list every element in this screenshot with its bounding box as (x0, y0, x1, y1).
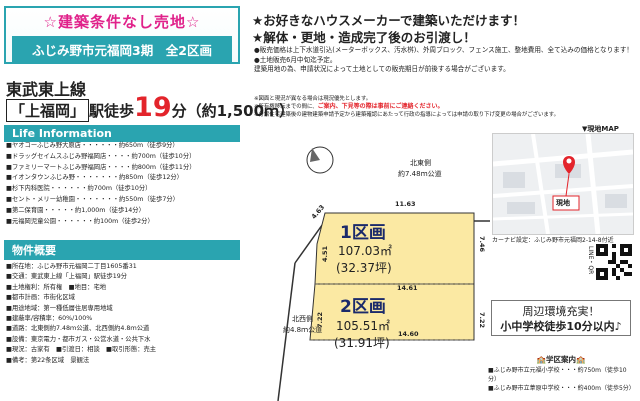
road-northeast-label: 北東側 (410, 159, 431, 167)
dim-top: 11.63 (395, 200, 416, 208)
property-item: ■建蔽率/容積率：60%/100% (6, 315, 93, 323)
school-list: ■ふじみ野市立元福小学校・・・約750m（徒歩10分） ■ふじみ野市立葦原中学校… (488, 366, 635, 393)
note-2: ●土地販売6月中旬迄予定。 (254, 55, 337, 64)
walk-minutes: 19 (134, 92, 172, 123)
dim-left1: 4.51 (321, 245, 330, 263)
railway-line: 東武東上線 (6, 80, 87, 99)
title-box: ☆建築条件なし売地☆ ふじみ野市元福岡3期 全2区画 (4, 6, 240, 64)
small-note-2-text: ※所有権移転までの間に、 (254, 104, 318, 110)
property-list: ■所在地：ふじみ野市元福岡二丁目1605番31 ■交通：東武東上線「上福岡」駅徒… (6, 262, 240, 366)
property-item: ■土地権利：所有権 ■地目：宅地 (6, 283, 107, 291)
qr-code-icon[interactable] (596, 244, 632, 280)
life-item: ■ヤオコーふじみ野大原店・・・・・・約650m（徒歩9分） (6, 142, 179, 149)
property-item: ■所在地：ふじみ野市元福岡二丁目1605番31 (6, 263, 137, 270)
property-heading: 物件概要 (4, 240, 240, 260)
title-line1: ☆建築条件なし売地☆ (43, 13, 201, 31)
env-line2: 小中学校徒歩10分以内♪ (500, 320, 622, 333)
station-name: 「上福岡」 (6, 99, 90, 122)
small-notes: ※図面と現況が異なる場合は現況優先とします。 ※所有権移転までの間に、ご案内、下… (254, 95, 636, 119)
life-item: ■イオンタウンふじみ野・・・・・・・約850m（徒歩12分） (6, 174, 183, 182)
site-plan (277, 146, 490, 401)
lot-1-tsubo: (32.37坪) (336, 261, 392, 275)
road-edge-northwest (277, 262, 296, 401)
lot-2-name: 2区画 (340, 297, 386, 317)
walk-suffix: 分（約1,500ｍ） (171, 102, 295, 120)
env-line1: 周辺環境充実！ (522, 305, 600, 318)
school-district-heading: 🏫学区案内🏫 (536, 355, 586, 364)
life-item: ■ドラッグセイムスふじみ野福岡店・・・・約700m（徒歩10分） (6, 152, 196, 160)
life-item: ■元福岡児童公園・・・・・・約100m（徒歩2分） (6, 217, 154, 225)
road-northeast-width: 約7.48ｍ公道 (398, 170, 442, 178)
life-info-list: ■ヤオコーふじみ野大原店・・・・・・約650m（徒歩9分） ■ドラッグセイムスふ… (6, 141, 240, 227)
school-item: ■ふじみ野市立元福小学校・・・約750m（徒歩10分） (488, 367, 627, 383)
property-item: ■道路：北東側約7.48ｍ公道、北西側約4.8ｍ公道 (6, 325, 150, 333)
dim-right2: 7.22 (478, 311, 487, 329)
lot-2-area: 105.51㎡ (336, 319, 390, 333)
small-note-2: ※所有権移転までの間に、ご案内、下見等の際は事前にご連絡ください。 (254, 103, 636, 111)
contact-warning: ご案内、下見等の際は事前にご連絡ください。 (317, 103, 444, 110)
road-northwest-label: 北西側 (292, 315, 313, 323)
map-streets (493, 134, 633, 234)
note-3: 建築用地の為、申請状況によって土地としての販売期日が前後する場合がございます。 (254, 65, 510, 74)
property-item: ■都市計画：市街化区域 (6, 294, 75, 302)
walk-prefix: 駅徒歩 (89, 102, 135, 120)
map-title: ▼現地MAP (582, 125, 619, 133)
dim-mid: 14.61 (397, 284, 418, 292)
life-item: ■第二保育園・・・・・約1,000m（徒歩14分） (6, 206, 145, 214)
school-item: ■ふじみ野市立葦原中学校・・・約400m（徒歩5分） (488, 385, 635, 392)
station-walk: 「上福岡」駅徒歩19分（約1,500ｍ） (6, 92, 294, 123)
small-note-3: ※分譲住宅建築後の建物建築申請予定から建築確認にあたって行政の指導によっては申請… (254, 112, 560, 118)
price-notes: ●販売価格は上下水道引込(メーターボックス、汚水桝)、外周ブロック、フェンス施工… (254, 46, 636, 75)
location-map[interactable]: 現地 (492, 133, 634, 235)
property-item: ■用途地域：第一種低層住居専用地域 (6, 304, 113, 312)
map-caption: カーナビ設定：ふじみ野市元福岡2-14-8付近 (492, 237, 614, 244)
road-northwest-width: 約4.8ｍ公道 (283, 326, 323, 334)
environment-box: 周辺環境充実！ 小中学校徒歩10分以内♪ (491, 300, 631, 336)
dim-left2: 7.22 (316, 311, 325, 329)
headline-1: ★お好きなハウスメーカーで建築いただけます！ (252, 13, 525, 28)
life-item: ■ファミリーマートふじみ野福岡店・・・・約800m（徒歩11分） (6, 163, 196, 171)
lot-2-shape (309, 283, 475, 341)
life-item: ■セント・メリー幼稚園・・・・・・・約550m（徒歩7分） (6, 195, 179, 203)
small-note-1: ※図面と現況が異なる場合は現況優先とします。 (254, 96, 372, 102)
lot-2-tsubo: (31.91坪) (334, 336, 390, 350)
north-arrow-icon (306, 146, 334, 174)
life-info-heading: Life Information (4, 125, 240, 142)
dim-right1: 7.46 (478, 235, 487, 253)
property-item: ■現況：古家有 ■引渡日：相談 ■取引形態：売主 (6, 346, 157, 354)
dim-bottom: 14.60 (398, 330, 419, 338)
map-pin-icon (563, 156, 575, 174)
lot-1-name: 1区画 (340, 223, 386, 243)
note-1: ●販売価格は上下水道引込(メーターボックス、汚水桝)、外周ブロック、フェンス施工… (254, 46, 634, 54)
lot-1-area: 107.03㎡ (338, 244, 392, 258)
headline-2: ★解体・更地・造成完了後のお引渡し！ (252, 30, 476, 45)
property-item: ■設備：東京電力・都市ガス・公営水道・公共下水 (6, 335, 151, 343)
map-pin-label: 現地 (556, 199, 570, 207)
property-item: ■交通：東武東上線「上福岡」駅徒歩19分 (6, 273, 128, 281)
life-item: ■杉下内科医院・・・・・・約700m（徒歩10分） (6, 185, 152, 193)
property-item: ■備考：第22条区域 景観法 (6, 356, 90, 364)
qr-label: LINE・QR (587, 246, 594, 275)
title-line2: ふじみ野市元福岡3期 全2区画 (12, 36, 232, 63)
